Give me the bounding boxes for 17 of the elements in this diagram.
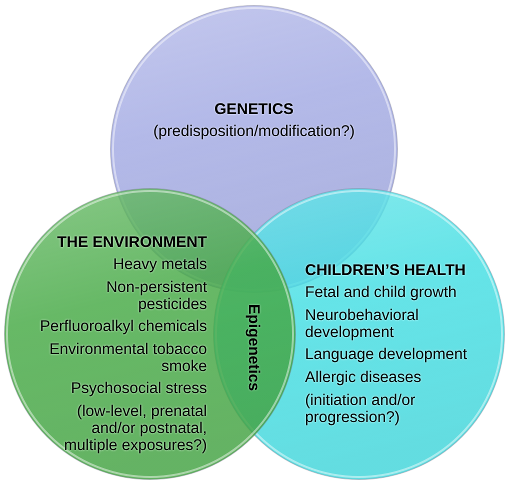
item-text: Heavy metals xyxy=(112,257,207,274)
item-text: Allergic diseases xyxy=(305,370,422,387)
item-text: (initiation and/or progression?) xyxy=(305,392,416,426)
venn-circle xyxy=(4,188,296,480)
item-text: (predisposition/modification?) xyxy=(152,124,356,141)
item-text: Environmental tobacco smoke xyxy=(48,342,207,376)
circle-title: GENETICS xyxy=(213,102,295,118)
item-text: Psychosocial stress xyxy=(70,381,207,398)
item-text: Non-persistent pesticides xyxy=(105,280,207,314)
circle-title: CHILDREN’S HEALTH xyxy=(305,262,467,280)
item-text: Fetal and child growth xyxy=(305,285,458,302)
circle-title: THE ENVIRONMENT xyxy=(56,234,207,252)
region-label: Epigenetics xyxy=(244,304,262,390)
item-text: Neurobehavioral development xyxy=(305,308,420,342)
item-text: (low-level, prenatal and/or postnatal, multiple exposures?) xyxy=(62,404,207,454)
item-text: Language development xyxy=(305,347,468,364)
item-text: Perfluoroalkyl chemicals xyxy=(38,319,207,336)
